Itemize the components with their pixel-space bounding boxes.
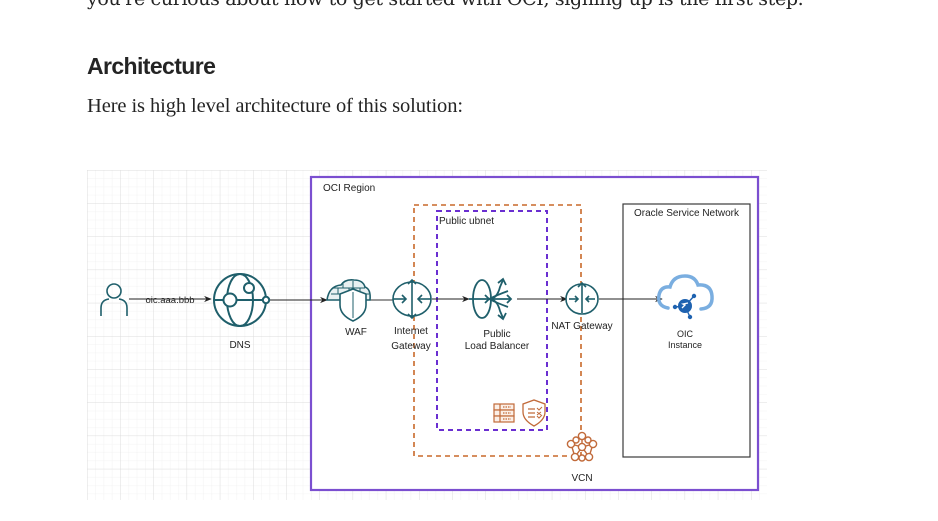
vcn-label: VCN [571, 473, 592, 484]
oic-cloud-icon [656, 274, 714, 320]
public-subnet-label: Public ubnet [439, 216, 494, 227]
user-icon [100, 283, 128, 316]
internet-gateway-label-line2: Gateway [391, 341, 430, 352]
load-balancer-label-line1: Public [483, 329, 510, 340]
intro-paragraph: Here is high level architecture of this … [87, 95, 463, 117]
vcn-container [413, 204, 582, 457]
internet-gateway-icon [392, 278, 432, 320]
nat-gateway-icon [565, 281, 599, 315]
oci-region-label: OCI Region [323, 183, 375, 194]
security-list-icon [522, 399, 546, 427]
waf-label: WAF [345, 327, 367, 338]
architecture-diagram: OCI Region Public ubnet Oracle Service N… [87, 170, 767, 500]
dns-label: DNS [229, 340, 250, 351]
oracle-service-network-container [622, 203, 751, 458]
section-heading-architecture: Architecture [87, 53, 216, 79]
nat-gateway-label: NAT Gateway [551, 321, 612, 332]
architecture-diagram-svg: OCI Region Public ubnet Oracle Service N… [87, 170, 767, 500]
load-balancer-icon [469, 277, 513, 321]
oic-label-line2: Instance [668, 340, 702, 350]
oic-label-line1: OIC [677, 329, 694, 339]
oracle-service-network-label: Oracle Service Network [634, 208, 740, 219]
waf-shield-icon [326, 279, 371, 322]
vcn-icon [566, 431, 598, 462]
load-balancer-label-line2: Load Balancer [465, 341, 530, 352]
internet-gateway-label-line1: Internet [394, 326, 428, 337]
edge-label-dns-hostname: oic.aaa.bbb [145, 295, 194, 306]
route-table-icon [493, 403, 515, 423]
globe-dns-icon [213, 273, 271, 327]
public-subnet-container [436, 210, 548, 431]
previous-paragraph-partial: you're curious about how to get started … [87, 0, 804, 11]
